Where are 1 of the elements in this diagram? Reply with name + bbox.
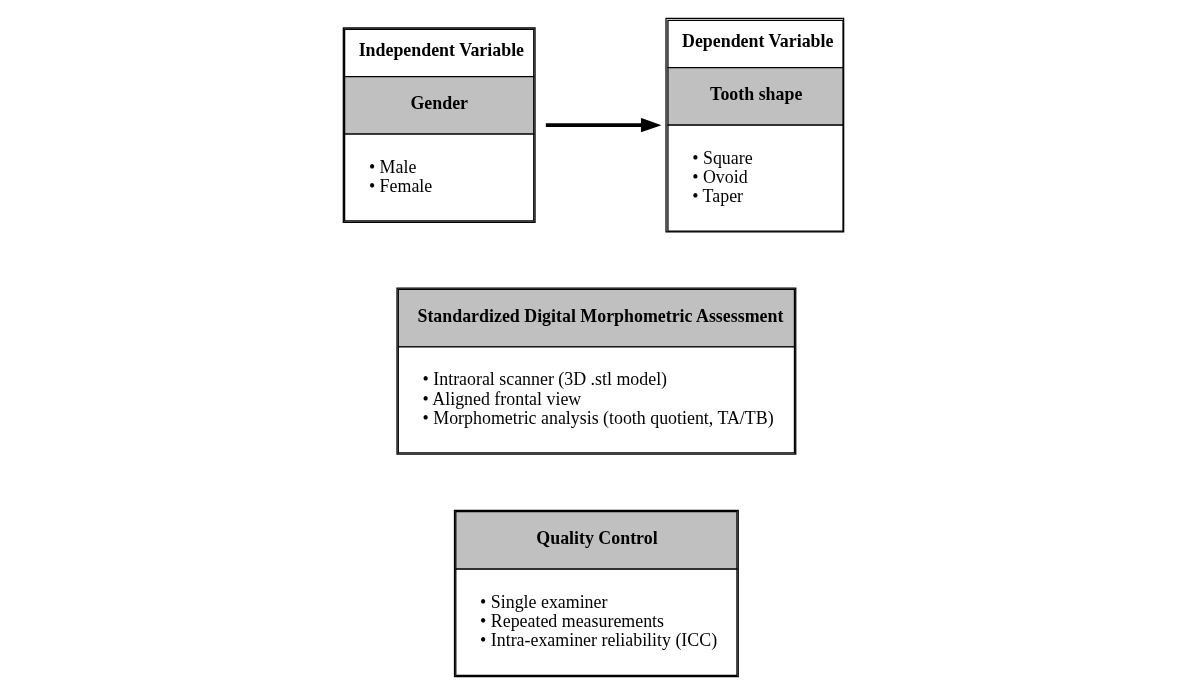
arrow — [545, 117, 661, 133]
